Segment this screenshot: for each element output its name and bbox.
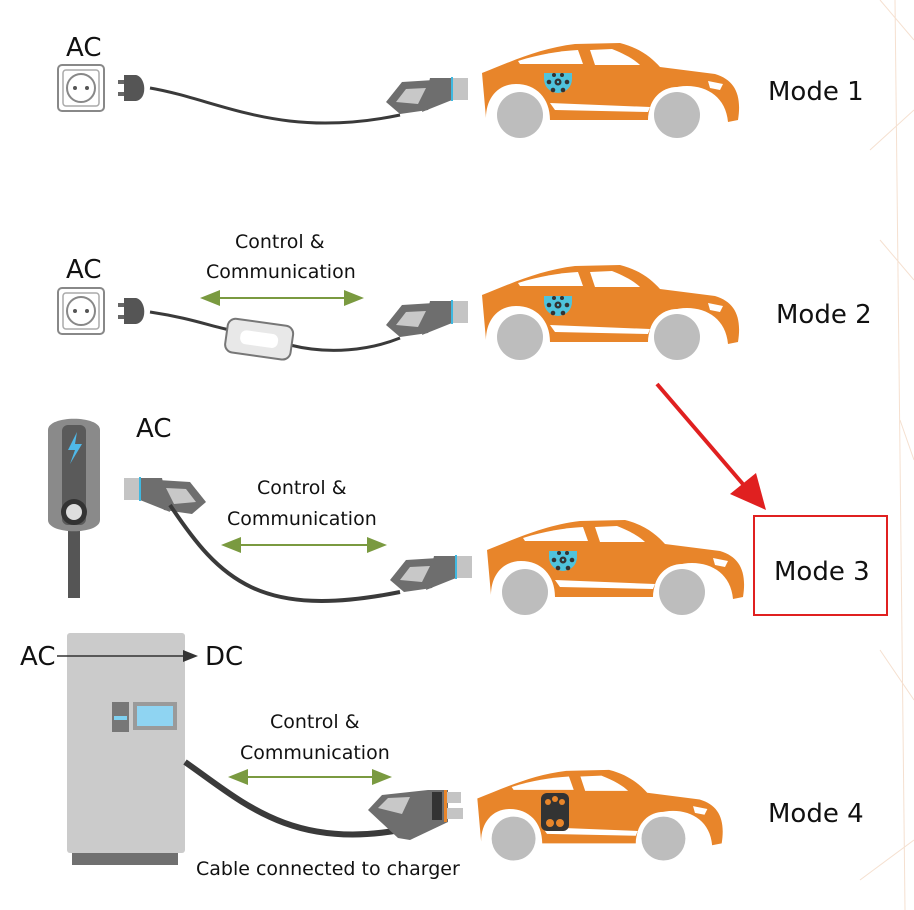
connector-plug-icon (390, 555, 472, 592)
mode-4-row: AC DC Control & Communication Cable conn… (20, 633, 864, 880)
electric-car-icon (487, 520, 745, 620)
electric-car-icon (482, 43, 740, 143)
mode-2-label: Mode 2 (776, 300, 872, 330)
ac-label: AC (136, 414, 171, 444)
comm-label-line1: Control & (270, 711, 360, 733)
dc-label: DC (205, 642, 243, 672)
connector-plug-icon (386, 300, 468, 337)
electric-car-icon (482, 265, 740, 365)
mode-4-label: Mode 4 (768, 799, 864, 829)
comm-label-line2: Communication (227, 508, 377, 530)
comm-label-line2: Communication (240, 742, 390, 764)
charging-cable (168, 503, 401, 603)
connector-plug-icon (124, 477, 206, 514)
connector-plug-icon (386, 77, 468, 114)
wall-socket-icon (57, 287, 105, 335)
mode-2-row: AC Control & Communication Mode 2 (57, 231, 872, 365)
mode-3-label: Mode 3 (774, 557, 870, 587)
cable-note: Cable connected to charger (196, 858, 460, 880)
comm-label-line1: Control & (235, 231, 325, 253)
wallbox-charger-icon (48, 418, 100, 598)
charging-cable (149, 86, 401, 125)
highlight-arrow (655, 382, 766, 510)
wall-socket-icon (57, 64, 105, 112)
mains-plug-icon (118, 298, 145, 324)
lightning-icon (68, 432, 82, 464)
ac-label: AC (20, 642, 55, 672)
mode-1-row: AC Mode 1 (57, 33, 864, 143)
comm-label-line2: Communication (206, 261, 356, 283)
charging-cable (289, 336, 401, 352)
in-cable-control-box-icon (224, 317, 295, 361)
ccs-port-icon (541, 793, 569, 831)
ac-label: AC (66, 255, 101, 285)
mode-3-highlight-box (753, 515, 888, 616)
comm-label-line1: Control & (257, 477, 347, 499)
mains-plug-icon (118, 75, 145, 101)
ccs-connector-plug-icon (368, 790, 463, 840)
electric-car-icon (477, 769, 723, 866)
mode-1-label: Mode 1 (768, 77, 864, 107)
charging-cable (149, 310, 231, 332)
charging-cable (183, 759, 401, 838)
ac-label: AC (66, 33, 101, 63)
dc-fast-charger-icon (67, 633, 185, 865)
mode-3-row: AC Control & Communication Mode 3 (48, 414, 888, 620)
background-network-pattern (859, 0, 914, 910)
